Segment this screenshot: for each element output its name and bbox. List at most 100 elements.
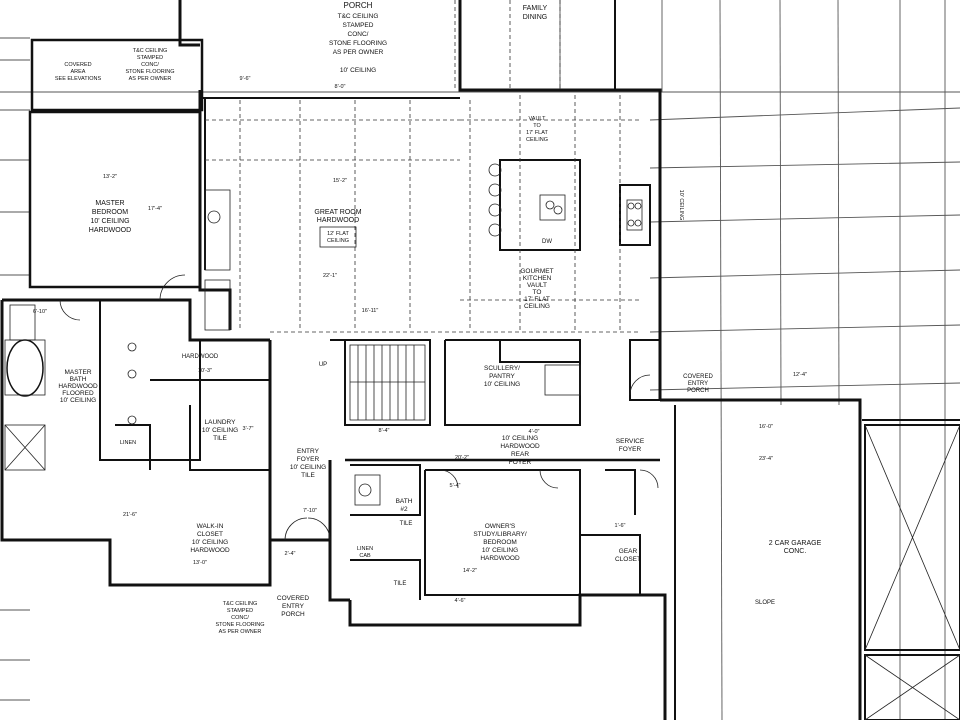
dim-label: 12'-4" (793, 372, 807, 378)
dim-label: 9'-6" (240, 76, 251, 82)
dim-label: 2'-4" (285, 551, 296, 557)
room-label-line: BEDROOM (92, 209, 128, 216)
room-label-line: STUDY/LIBRARY/ (473, 531, 527, 538)
room-label-line: COVERED (683, 374, 713, 380)
room-label-line: STAMPED (137, 55, 163, 61)
dim-label: 4'-0" (529, 429, 540, 435)
room-label-line: LINEN (357, 546, 373, 552)
dim-label: 6'-10" (33, 309, 47, 315)
room-label-line: 10' CEILING (90, 218, 129, 225)
room-label-line: REAR (511, 451, 529, 458)
room-label-line: AS PER OWNER (333, 49, 384, 56)
room-label-line: CAB (359, 553, 371, 559)
dim-label: 15'-2" (333, 178, 347, 184)
room-label-line: #2 (400, 506, 408, 513)
dim-label: 17'-4" (148, 206, 162, 212)
room-label-line: CEILING (524, 303, 550, 310)
room-label-line: 17' FLAT (526, 130, 548, 136)
room-label-line: CLOSET (197, 531, 223, 538)
room-label-line: TILE (301, 472, 315, 479)
room-label-line: CONC/ (348, 31, 369, 38)
dimension-labels: 13'-2" 15'-2" 17'-4" 22'-1" 16'-11" 10'-… (33, 76, 807, 604)
bar-stool (488, 163, 502, 177)
label-tile-b: TILE (394, 581, 407, 587)
room-label-line: 10' CEILING (340, 67, 376, 74)
room-label-line: FOYER (509, 459, 532, 466)
label-ceiling-right: 10' CEILING (678, 190, 684, 221)
room-label-line: CLOSET (615, 556, 641, 563)
dim-label: 8'-4" (379, 428, 390, 434)
room-label-line: CONC/ (231, 615, 249, 621)
room-label-line: 12' FLAT (327, 231, 349, 237)
room-label-line: HARDWOOD (317, 217, 359, 224)
dim-label: 8'-0" (335, 84, 346, 90)
room-label-line: 17' FLAT (524, 296, 550, 303)
room-label-line: T&C CEILING (338, 13, 379, 20)
room-label-line: KITCHEN (523, 275, 552, 282)
room-label-line: AREA (71, 69, 86, 75)
room-label-line: SERVICE (616, 438, 645, 445)
dim-label: 1'-6" (615, 523, 626, 529)
room-label-line: 10' CEILING (202, 427, 238, 434)
room-label-line: ENTRY (688, 381, 708, 387)
room-label-line: 10' CEILING (502, 435, 538, 442)
room-label-line: BATH (70, 376, 87, 383)
interior-walls (9, 97, 661, 600)
room-label-line: T&C CEILING (133, 48, 168, 54)
ceiling-beams (205, 0, 640, 333)
room-label-line: 10' CEILING (60, 397, 96, 404)
bathtub (6, 339, 44, 397)
room-label-line: 10' CEILING (192, 539, 228, 546)
room-label-line: GOURMET (520, 268, 553, 275)
label-up: UP (319, 362, 327, 368)
room-label-line: STAMPED (343, 22, 374, 29)
dim-label: 7'-10" (303, 508, 317, 514)
room-label-line: FAMILY (523, 5, 548, 12)
dim-label: 13'-2" (103, 174, 117, 180)
fixtures (4, 163, 643, 497)
sink-icon (127, 342, 137, 352)
room-label-line: ENTRY (297, 448, 320, 455)
room-label-line: MASTER (95, 200, 124, 207)
shower (4, 424, 46, 471)
dim-label: 22'-1" (323, 273, 337, 279)
room-label-line: GREAT ROOM (314, 209, 361, 216)
staircase (349, 344, 426, 421)
room-label-line: CEILING (327, 238, 349, 244)
room-label-line: LAUNDRY (205, 419, 237, 426)
room-label-line: CONC/ (141, 62, 159, 68)
room-label-line: OWNER'S (485, 523, 516, 530)
room-label-line: 10' CEILING (290, 464, 326, 471)
room-label-line: CONC. (784, 548, 807, 555)
label-hardwood-hall: HARDWOOD (182, 354, 219, 360)
room-label-line: PANTRY (489, 373, 515, 380)
room-label-line: VAULT (529, 116, 547, 122)
room-label-line: SCULLERY/ (484, 365, 520, 372)
room-label-line: BEDROOM (483, 539, 517, 546)
room-label-line: SEE ELEVATIONS (55, 76, 102, 82)
room-label-line: STONE FLOORING (125, 69, 174, 75)
room-label-line: FOYER (297, 456, 320, 463)
room-label-line: ENTRY (282, 603, 305, 610)
room-label-line: MASTER (64, 369, 91, 376)
